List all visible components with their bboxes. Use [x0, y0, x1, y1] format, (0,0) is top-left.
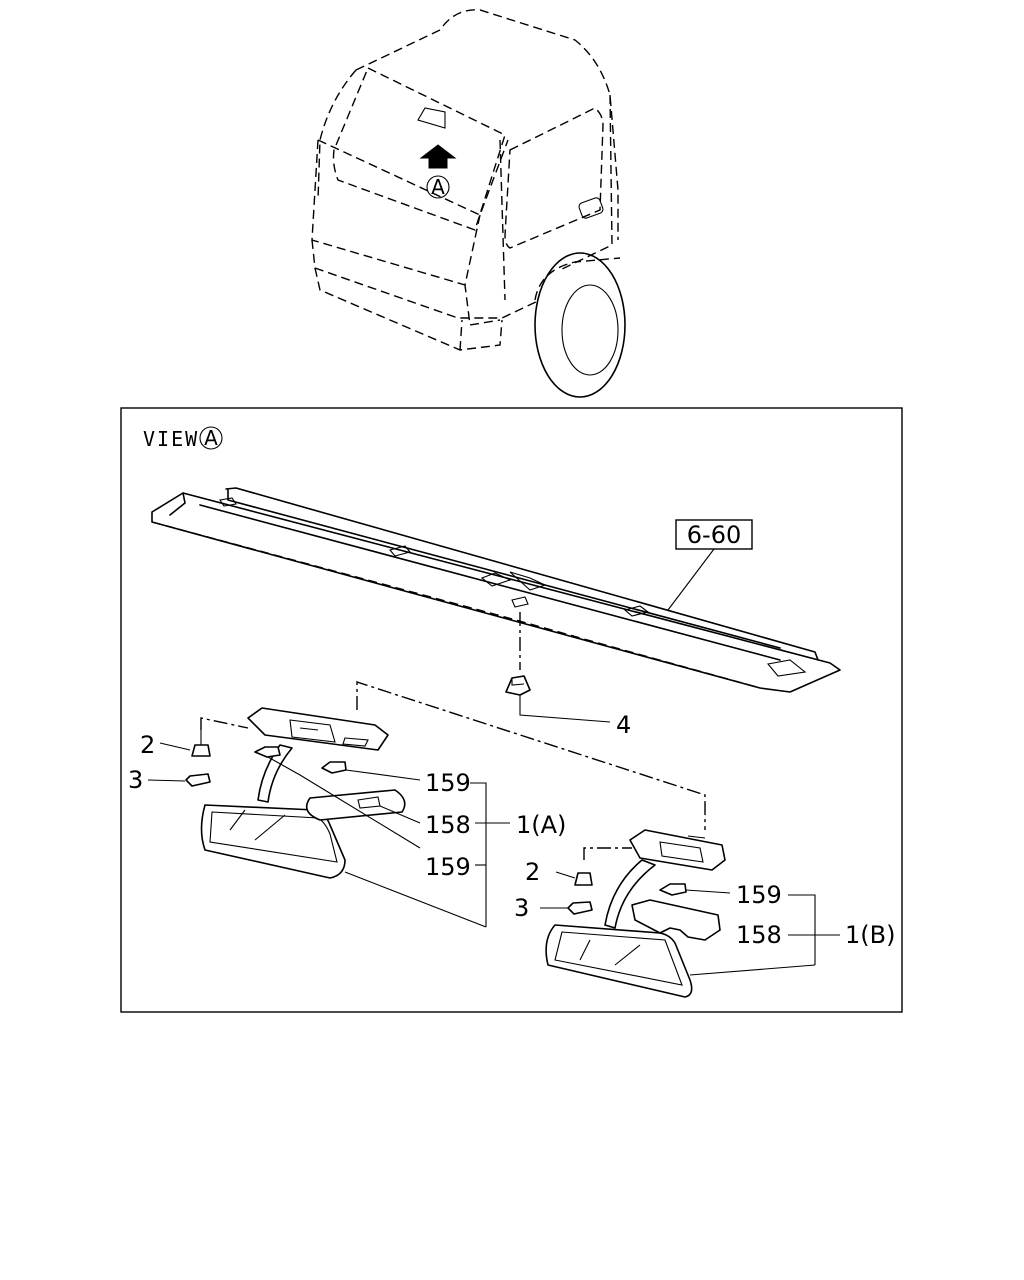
view-title: VIEW [143, 427, 199, 451]
view-marker-top: A [431, 175, 445, 199]
mirror-assembly-a [185, 707, 406, 879]
view-arrow-icon [419, 144, 457, 169]
label-part-158-a: 158 [425, 811, 471, 839]
ref-box-label: 6-60 [687, 521, 741, 549]
label-part-1-b: 1(B) [845, 921, 895, 949]
truck-cab-illustration: A [311, 9, 626, 398]
label-part-159-a-top: 159 [425, 769, 471, 797]
label-part-1-a: 1(A) [516, 811, 566, 839]
label-part-3-a: 3 [128, 766, 143, 794]
label-part-2-a: 2 [140, 731, 155, 759]
label-part-3-b: 3 [514, 894, 529, 922]
label-part-2-b: 2 [525, 858, 540, 886]
label-part-158-b: 158 [736, 921, 782, 949]
view-marker-circle [426, 175, 450, 199]
roof-rail [151, 487, 841, 693]
label-part-159-a-bottom: 159 [425, 853, 471, 881]
ref-box [675, 519, 753, 550]
view-frame [120, 407, 903, 1013]
mirror-assembly-b [545, 829, 726, 998]
view-marker-frame: A [204, 426, 218, 450]
label-part-159-b: 159 [736, 881, 782, 909]
label-part-4: 4 [616, 711, 631, 739]
